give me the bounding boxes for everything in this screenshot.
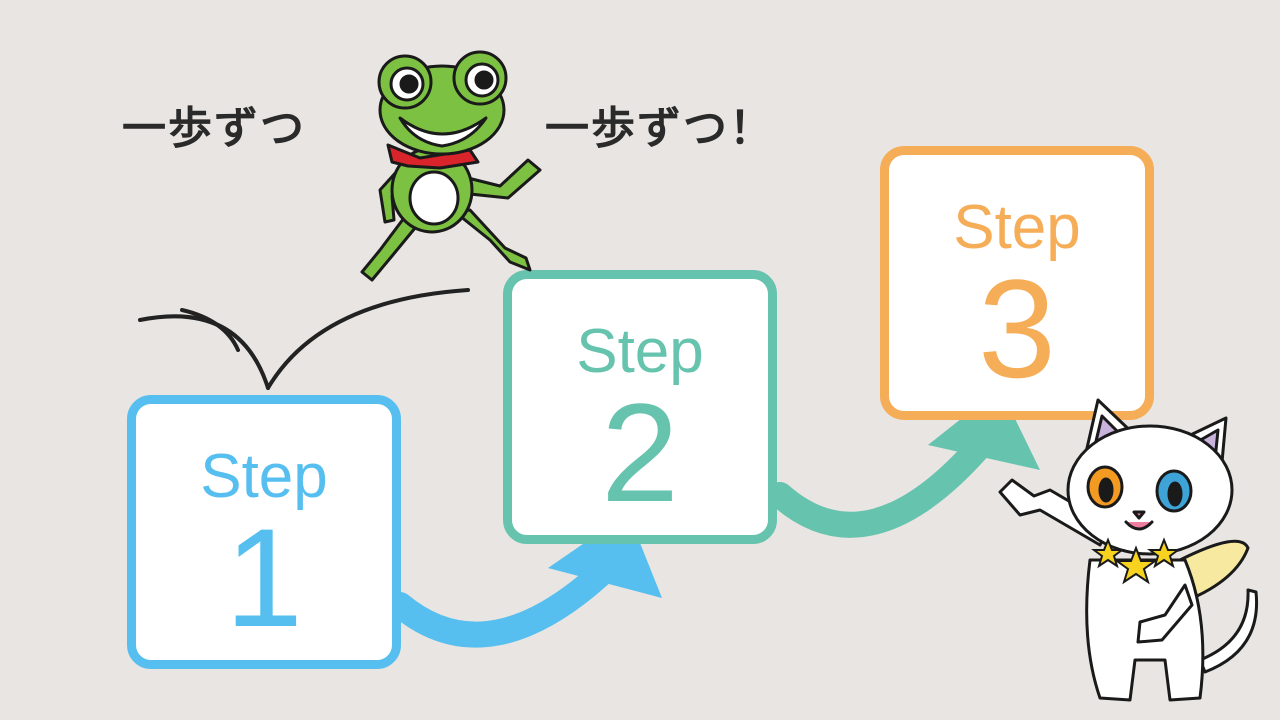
step-3-number: 3 [978,250,1056,407]
step-2-label: Step [576,317,704,386]
step-3-label: Step [953,193,1081,262]
jump-motion-lines [138,288,470,390]
step-2-box: Step 2 [503,270,777,544]
step-2-number: 2 [601,374,679,531]
star-collar [1091,537,1181,585]
caption-right: 一歩ずつ！ [545,103,775,154]
caption-left: 一歩ずつ [122,103,306,154]
step-1-label: Step [200,442,328,511]
step-1-box: Step 1 [127,395,401,669]
step-3-box: Step 3 [880,146,1154,420]
arrow-step2-to-step3 [767,388,1040,538]
step-1-number: 1 [225,499,303,656]
